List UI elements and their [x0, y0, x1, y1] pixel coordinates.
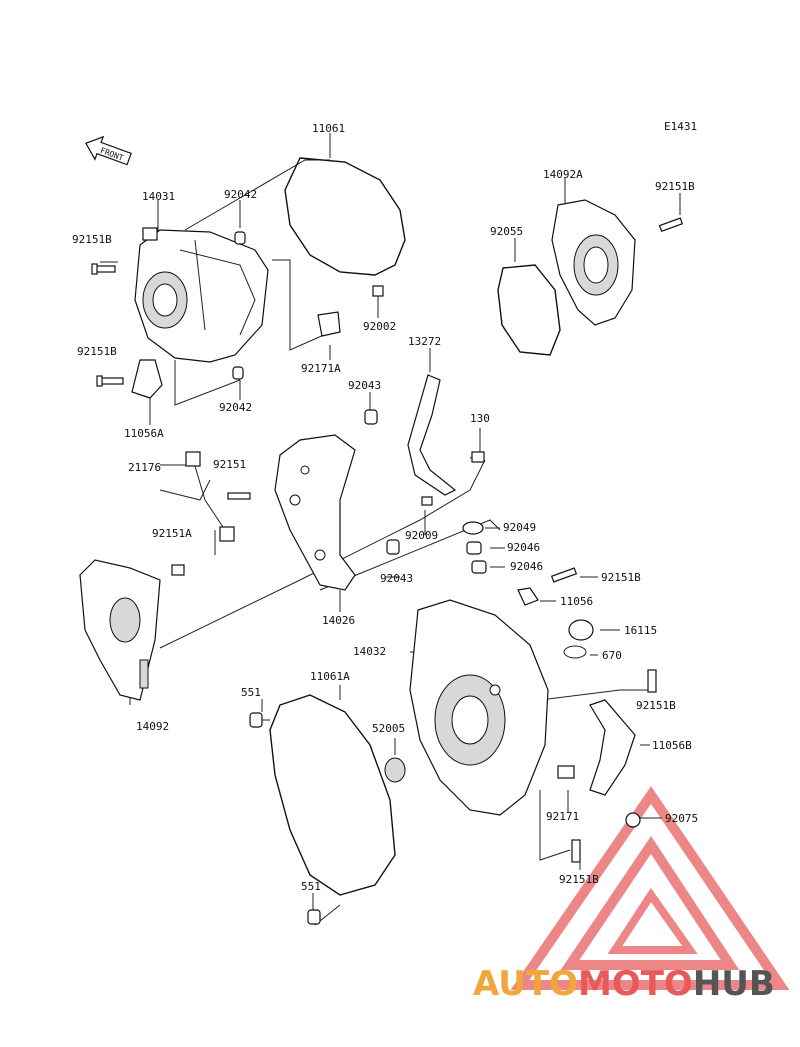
bolt-92002 — [372, 285, 384, 297]
oring-670 — [563, 645, 587, 659]
label-92002: 92002 — [363, 320, 396, 333]
dowel-551-bottom — [307, 909, 321, 925]
clip-92171 — [557, 765, 575, 779]
label-92151b-c: 92151B — [655, 180, 695, 193]
sensor-21176 — [185, 451, 235, 542]
label-11061a: 11061A — [310, 670, 350, 683]
label-14092: 14092 — [136, 720, 169, 733]
label-14031: 14031 — [142, 190, 175, 203]
label-14092a: 14092A — [543, 168, 583, 181]
label-551-top: 551 — [241, 686, 261, 699]
label-92055: 92055 — [490, 225, 523, 238]
bolt-92151b-e — [647, 669, 657, 693]
bolt-92151b-left — [91, 263, 116, 275]
bolt-92075 — [625, 812, 641, 828]
dowel-92043-top — [364, 409, 378, 425]
label-11056b: 11056B — [652, 739, 692, 752]
dowel-551-top — [249, 712, 263, 728]
label-92009: 92009 — [405, 529, 438, 542]
dowel-92042-top — [234, 231, 246, 245]
dowel-92042-bottom — [232, 366, 244, 380]
gasket-11061 — [284, 157, 406, 276]
bracket-11056 — [517, 587, 539, 606]
label-92151: 92151 — [213, 458, 246, 471]
label-130: 130 — [470, 412, 490, 425]
watermark-moto: MOTO — [578, 964, 693, 1004]
seal-92049 — [462, 521, 484, 535]
bolt-92151b-d — [550, 567, 578, 583]
label-92046b: 92046 — [510, 560, 543, 573]
svg-text:AUTOMOTOHUB: AUTOMOTOHUB — [473, 964, 775, 1004]
cover-14092 — [79, 559, 161, 701]
label-52005: 52005 — [372, 722, 405, 735]
label-92151b-a: 92151B — [72, 233, 112, 246]
bearing-92046a — [466, 541, 482, 555]
bolt-92151b-left2 — [96, 375, 124, 387]
label-92171: 92171 — [546, 810, 579, 823]
label-92151b-f: 92151B — [559, 873, 599, 886]
cap-16115 — [568, 619, 594, 641]
label-92049: 92049 — [503, 521, 536, 534]
front-arrow-icon: FRONT — [85, 135, 132, 166]
label-13272: 13272 — [408, 335, 441, 348]
bolt-130 — [471, 451, 485, 463]
label-14026: 14026 — [322, 614, 355, 627]
diagram-code: E1431 — [664, 120, 697, 133]
plug-52005 — [384, 757, 406, 783]
label-92151a: 92151A — [152, 527, 192, 540]
label-92046a: 92046 — [507, 541, 540, 554]
watermark-auto: AUTO — [473, 964, 578, 1004]
label-11056: 11056 — [560, 595, 593, 608]
bracket-11056a — [131, 359, 163, 399]
label-92043-top: 92043 — [348, 379, 381, 392]
label-92042-top: 92042 — [224, 188, 257, 201]
label-92151b-e: 92151B — [636, 699, 676, 712]
label-16115: 16115 — [624, 624, 657, 637]
clutch-cover-14032 — [409, 599, 549, 816]
bolt-92151b-f — [571, 839, 581, 863]
plate-13272 — [407, 374, 457, 496]
label-92171a: 92171A — [301, 362, 341, 375]
watermark-hub: HUB — [693, 964, 775, 1004]
labels: E1431 11061 14031 92042 92151B 92151B 11… — [72, 120, 698, 893]
watermark-text: AUTOMOTOHUB — [473, 964, 775, 1004]
bolt-92151a — [171, 564, 185, 576]
bolt-92151b-right — [658, 217, 684, 233]
watermark-logo — [510, 786, 790, 990]
bolt-92009 — [421, 496, 433, 506]
label-92042-bottom: 92042 — [219, 401, 252, 414]
cover-14026 — [274, 434, 356, 591]
dowel-92043-bottom — [386, 539, 400, 555]
label-92043-bottom: 92043 — [380, 572, 413, 585]
bolt-92151 — [227, 492, 251, 500]
label-11056a: 11056A — [124, 427, 164, 440]
bracket-11056b — [589, 699, 636, 796]
label-14032: 14032 — [353, 645, 386, 658]
label-92075: 92075 — [665, 812, 698, 825]
crankcase-cover-14031 — [134, 227, 269, 363]
label-92151b-b: 92151B — [77, 345, 117, 358]
gasket-11061a — [269, 694, 396, 896]
label-551-bottom: 551 — [301, 880, 321, 893]
bearing-92046b — [471, 560, 487, 574]
label-11061: 11061 — [312, 122, 345, 135]
label-670: 670 — [602, 649, 622, 662]
label-21176: 21176 — [128, 461, 161, 474]
label-92151b-d: 92151B — [601, 571, 641, 584]
gasket-92055 — [497, 264, 561, 356]
cover-14092a — [551, 199, 636, 326]
bracket-92171a — [317, 311, 341, 337]
